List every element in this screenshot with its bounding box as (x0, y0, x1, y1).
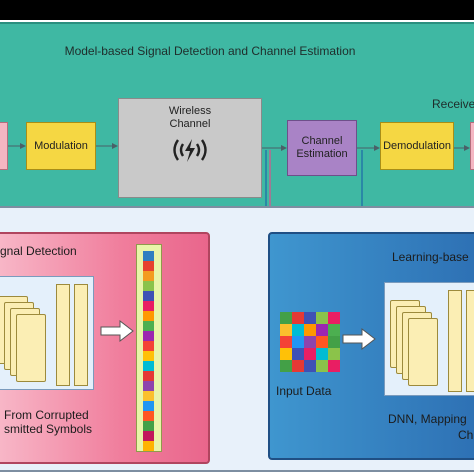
stack-card (408, 318, 438, 386)
demodulation-block: Demodulation (380, 122, 454, 170)
input-grid-cell (292, 348, 304, 360)
feature-cell (143, 301, 154, 311)
input-grid-cell (280, 312, 292, 324)
input-grid-cell (316, 336, 328, 348)
input-grid-cell (328, 312, 340, 324)
feature-cell (143, 311, 154, 321)
feature-bar (448, 290, 462, 392)
arrow-icon (342, 328, 376, 350)
input-grid-cell (316, 324, 328, 336)
feature-cell (143, 421, 154, 431)
feature-cell (143, 361, 154, 371)
top-border (0, 0, 474, 20)
feature-cell (143, 351, 154, 361)
feature-cell (143, 371, 154, 381)
learning-based-title: Learning-base (392, 250, 469, 264)
input-grid-cell (328, 360, 340, 372)
input-grid-cell (280, 336, 292, 348)
model-based-title: Model-based Signal Detection and Channel… (64, 44, 356, 58)
wireless-channel-block: Wireless Channel (118, 98, 262, 198)
receiver-label: Receive (432, 97, 474, 111)
feature-bar (74, 284, 88, 386)
wireless-signal-icon (173, 139, 207, 162)
feature-vector-column (136, 244, 162, 452)
left-caption-line1: From Corrupted (4, 408, 89, 422)
input-grid-cell (316, 360, 328, 372)
input-grid-cell (304, 324, 316, 336)
feature-cell (143, 321, 154, 331)
feature-cell (143, 271, 154, 281)
input-grid-cell (304, 312, 316, 324)
input-data-label: Input Data (276, 384, 332, 398)
feature-cell (143, 431, 154, 441)
feature-cell (143, 441, 154, 451)
input-grid-cell (304, 336, 316, 348)
right-caption-line1: DNN, Mapping (388, 412, 467, 426)
feature-cell (143, 251, 154, 261)
feature-cell (143, 391, 154, 401)
input-grid-cell (328, 336, 340, 348)
input-grid-cell (316, 312, 328, 324)
stack-card (16, 314, 46, 382)
input-grid-cell (304, 348, 316, 360)
feature-bar (466, 290, 474, 392)
input-grid-cell (280, 360, 292, 372)
feature-bar (56, 284, 70, 386)
wireless-channel-label: Wireless Channel (168, 105, 212, 130)
input-grid-cell (316, 348, 328, 360)
input-grid-cell (280, 324, 292, 336)
modulation-block: Modulation (26, 122, 96, 170)
signal-detection-title: gnal Detection (0, 244, 77, 258)
transmitter-source-block (0, 122, 8, 170)
left-caption-line2: smitted Symbols (4, 422, 93, 436)
receiver-output-block (470, 122, 474, 170)
feature-cell (143, 341, 154, 351)
feature-cell (143, 381, 154, 391)
input-grid-cell (292, 336, 304, 348)
input-grid-cell (328, 348, 340, 360)
feature-cell (143, 261, 154, 271)
input-data-grid (280, 312, 340, 372)
feature-cell (143, 331, 154, 341)
feature-cell (143, 401, 154, 411)
input-grid-cell (292, 324, 304, 336)
feature-cell (143, 411, 154, 421)
right-caption-line2: Ch (458, 428, 474, 442)
feature-cell (143, 291, 154, 301)
input-grid-cell (328, 324, 340, 336)
input-grid-cell (280, 348, 292, 360)
channel-estimation-block: Channel Estimation (287, 120, 357, 176)
input-grid-cell (292, 312, 304, 324)
arrow-icon (100, 320, 134, 342)
feature-cell (143, 281, 154, 291)
input-grid-cell (304, 360, 316, 372)
input-grid-cell (292, 360, 304, 372)
